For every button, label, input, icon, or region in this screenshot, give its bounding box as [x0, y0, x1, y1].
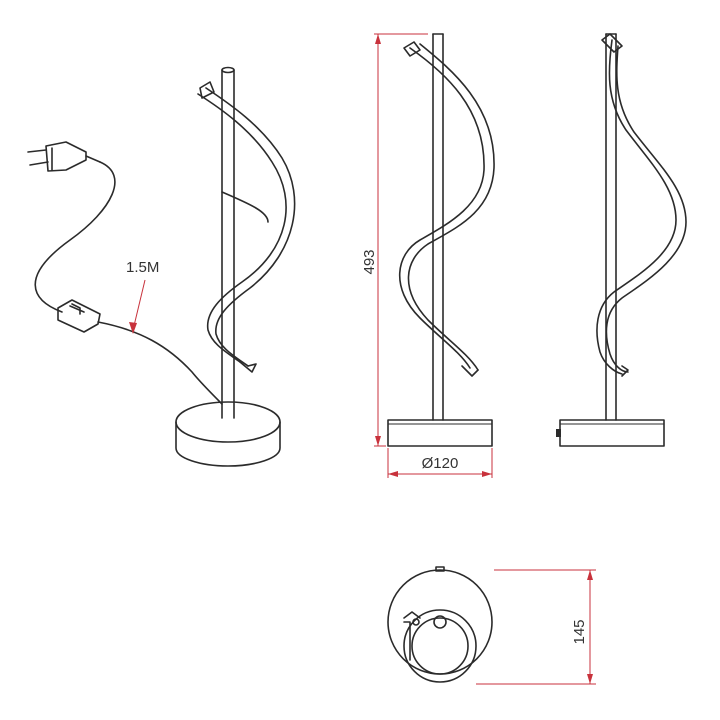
cable-length-leader	[132, 279, 146, 331]
top-view-tab	[435, 566, 445, 572]
cable-length-label: 1.5M	[126, 259, 159, 276]
switch-port	[556, 429, 561, 437]
top-view	[387, 566, 493, 683]
lamp-base	[175, 401, 281, 467]
height-dimension: 493	[361, 33, 428, 447]
height-label: 493	[361, 249, 378, 274]
cable-to-base	[97, 321, 223, 405]
cable-length-arrow	[129, 322, 137, 334]
depth-dimension: 145	[476, 569, 596, 685]
power-cable	[34, 161, 116, 313]
depth-label: 145	[571, 619, 588, 644]
inline-switch	[57, 299, 101, 333]
side-view	[556, 33, 687, 447]
diameter-dimension: Ø120	[387, 448, 493, 478]
front-view	[387, 33, 495, 447]
spiral-led	[197, 81, 296, 373]
lamp-pole	[221, 66, 235, 419]
diameter-label: Ø120	[422, 455, 459, 472]
plug	[27, 141, 101, 172]
perspective-view: 1.5M	[27, 66, 296, 467]
